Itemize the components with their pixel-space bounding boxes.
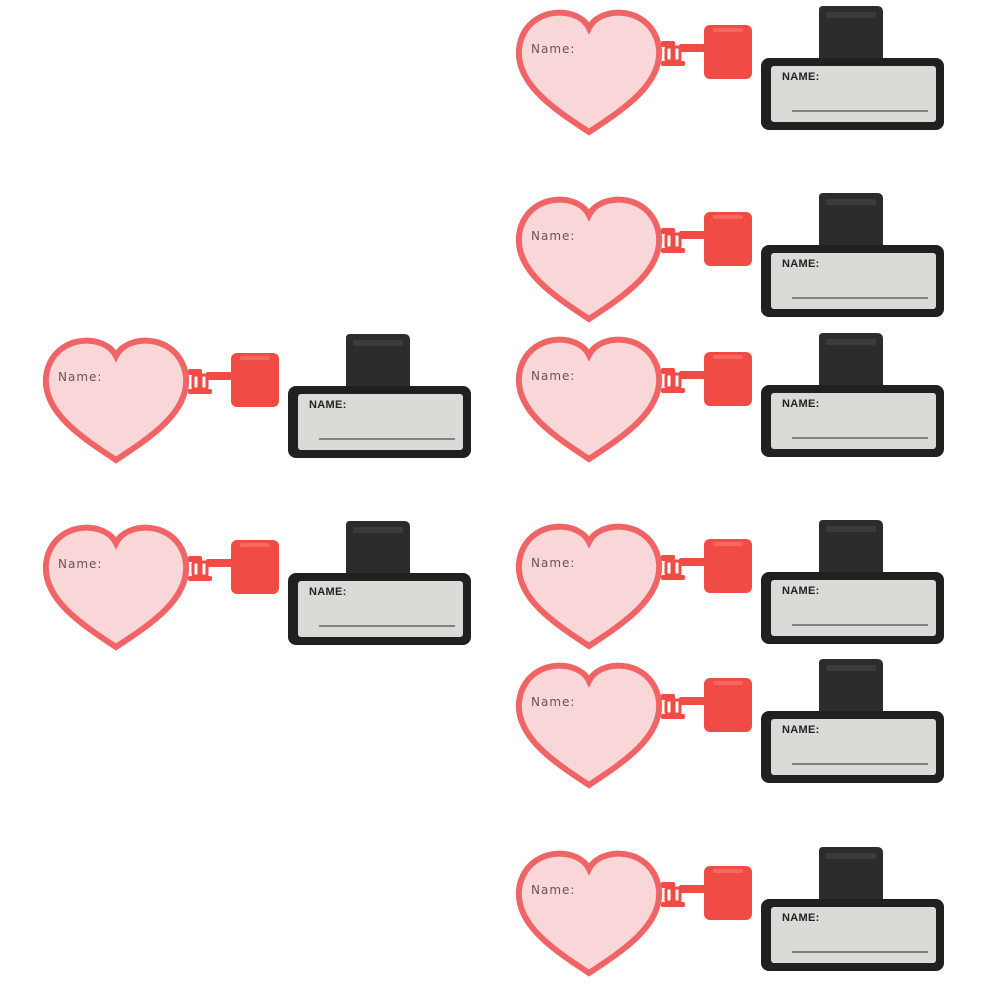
plate-name-label: NAME: xyxy=(782,71,820,83)
name-plate xyxy=(761,572,944,644)
name-plate xyxy=(761,899,944,971)
tag-connector xyxy=(188,353,279,407)
badge-clip xyxy=(346,334,410,390)
heart-name-label: Name: xyxy=(531,42,576,56)
plate-name-label: NAME: xyxy=(782,258,820,270)
badge-clip xyxy=(819,6,883,62)
heart-tag xyxy=(515,196,663,323)
heart-name-label: Name: xyxy=(531,556,576,570)
tag-connector xyxy=(661,678,752,732)
badge-clip xyxy=(819,520,883,576)
name-tag-set: Name: NAME: xyxy=(41,332,481,472)
name-tag-set-graphic xyxy=(515,333,944,463)
tag-connector xyxy=(661,352,752,406)
tag-connector xyxy=(188,540,279,594)
heart-tag xyxy=(515,662,663,789)
badge-clip xyxy=(819,847,883,903)
name-plate xyxy=(288,386,471,458)
plate-name-label: NAME: xyxy=(782,585,820,597)
name-plate xyxy=(761,711,944,783)
plate-name-label: NAME: xyxy=(782,724,820,736)
plate-name-label: NAME: xyxy=(782,398,820,410)
badge-clip xyxy=(819,193,883,249)
heart-tag xyxy=(42,337,190,464)
name-tag-set: Name: NAME: xyxy=(514,191,954,331)
name-tag-set-graphic xyxy=(515,6,944,136)
tag-connector xyxy=(661,212,752,266)
name-tag-set: Name: NAME: xyxy=(41,519,481,659)
name-tag-set: Name: NAME: xyxy=(514,845,954,985)
tag-connector xyxy=(661,539,752,593)
name-tag-set: Name: NAME: xyxy=(514,4,954,144)
heart-tag xyxy=(515,336,663,463)
heart-name-label: Name: xyxy=(58,370,103,384)
name-tag-set-graphic xyxy=(515,193,944,323)
heart-name-label: Name: xyxy=(531,883,576,897)
plate-name-label: NAME: xyxy=(782,912,820,924)
heart-tag xyxy=(515,523,663,650)
name-plate xyxy=(761,385,944,457)
badge-clip xyxy=(346,521,410,577)
heart-tag xyxy=(515,9,663,136)
badge-clip xyxy=(819,659,883,715)
name-plate xyxy=(761,245,944,317)
name-tag-set-graphic xyxy=(42,334,471,464)
tag-connector xyxy=(661,866,752,920)
name-tag-set-graphic xyxy=(515,520,944,650)
heart-name-label: Name: xyxy=(531,369,576,383)
name-tag-set: Name: NAME: xyxy=(514,331,954,471)
heart-tag xyxy=(42,524,190,651)
heart-name-label: Name: xyxy=(531,695,576,709)
name-tag-set-graphic xyxy=(515,659,944,789)
badge-clip xyxy=(819,333,883,389)
name-plate xyxy=(288,573,471,645)
plate-name-label: NAME: xyxy=(309,586,347,598)
heart-name-label: Name: xyxy=(531,229,576,243)
heart-name-label: Name: xyxy=(58,557,103,571)
tag-connector xyxy=(661,25,752,79)
plate-name-label: NAME: xyxy=(309,399,347,411)
name-tag-set: Name: NAME: xyxy=(514,518,954,658)
name-tag-set: Name: NAME: xyxy=(514,657,954,797)
name-tag-set-graphic xyxy=(515,847,944,977)
name-plate xyxy=(761,58,944,130)
name-tag-set-graphic xyxy=(42,521,471,651)
heart-tag xyxy=(515,850,663,977)
